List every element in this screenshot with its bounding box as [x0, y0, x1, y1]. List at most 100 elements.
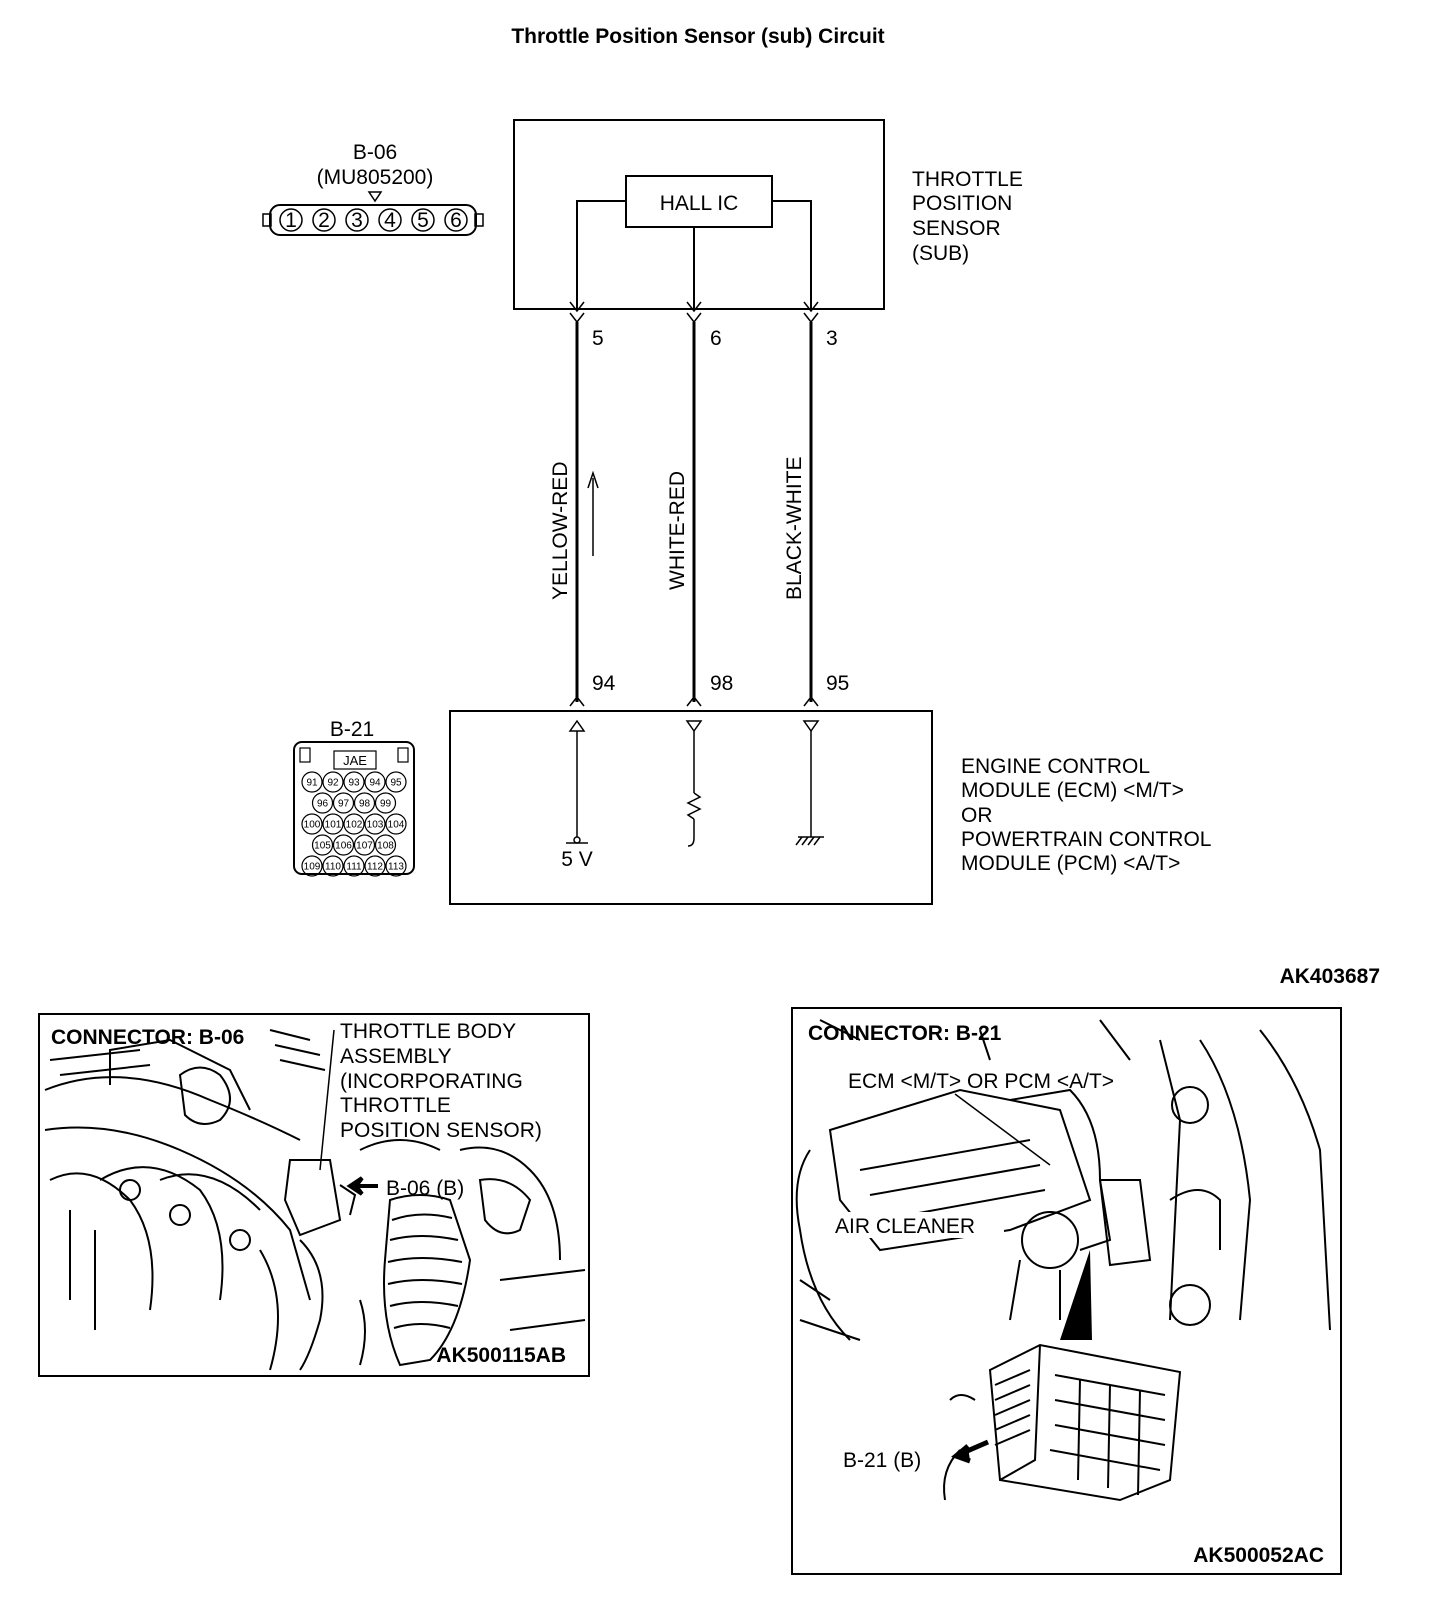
connector-b21-body [293, 741, 415, 875]
sensor-block: HALL IC THROTTLE POSITION SENSOR (SUB) [513, 119, 1023, 310]
zoom-wedge-icon [1060, 1250, 1092, 1340]
connector-b21-pin [322, 855, 344, 877]
photo-b06-callout-line: POSITION SENSOR) [340, 1119, 542, 1142]
connector-b06-pin [345, 208, 369, 232]
connector-b06-body [269, 204, 477, 236]
connector-b21-pin [364, 813, 386, 835]
connector-b21-pin [353, 834, 376, 856]
pointer-arrow-icon [346, 1176, 378, 1196]
air-cleaner-label-bg [830, 1212, 1004, 1238]
ecm-name-line: POWERTRAIN CONTROL [961, 828, 1211, 851]
connector-b21-pin-label: 98 [359, 799, 371, 810]
connector-b21-pin [374, 792, 397, 814]
photo-b06: CONNECTOR: B-06 THROTTLE BODY ASSEMBLY (… [38, 1013, 590, 1377]
connector-b21-pin-label: 91 [306, 778, 318, 789]
ecm-box [449, 710, 933, 905]
input-triangle-down-icon [685, 720, 703, 733]
connector-b21-pin [353, 792, 376, 814]
photo-b21-air-cleaner: AIR CLEANER [835, 1215, 975, 1238]
connector-chevron-icon [803, 695, 819, 707]
connector-b21-pin-label: 99 [380, 799, 392, 810]
hall-ic-lead-5 [576, 200, 626, 309]
connector-b21-pin [364, 771, 386, 793]
connector-b06-pin-label: 3 [351, 209, 363, 232]
sensor-name-line: (SUB) [912, 242, 969, 265]
connector-b21-pin-label: 96 [317, 799, 329, 810]
connector-b21-id: B-21 [330, 718, 374, 741]
connector-b06-pins: 1 2 3 4 5 6 [279, 208, 468, 232]
connector-b06: B-06 (MU805200) 1 2 3 4 5 6 [262, 141, 484, 236]
connector-b21-pin-label: 95 [390, 778, 402, 789]
connector-b06-key-icon [367, 191, 383, 203]
connector-b21-maker-box [333, 750, 377, 770]
connector-b21-pin [301, 813, 323, 835]
input-triangle-up-icon [568, 719, 586, 732]
connector-b21-pin [332, 834, 355, 856]
connector-b21-pin [301, 771, 323, 793]
connector-b21-pin [374, 834, 397, 856]
connector-b06-pin [279, 208, 303, 232]
connector-b21-pin [364, 855, 386, 877]
resistor-icon [686, 792, 702, 820]
connector-b21-pin [301, 855, 323, 877]
wire-color-label: WHITE-RED [666, 471, 689, 590]
connector-b06-pin [411, 208, 435, 232]
callout-leader [319, 1029, 335, 1171]
input-triangle-down-icon [802, 720, 820, 733]
ecm-block: 5 V ENGINE CONTROL MODULE (ECM) <M/T> OR… [449, 710, 1211, 905]
photo-b06-heading: CONNECTOR: B-06 [51, 1026, 244, 1049]
resistor-tail-icon [687, 819, 695, 847]
connector-b21-pin-label: 104 [388, 820, 405, 831]
ecm-name-line: MODULE (ECM) <M/T> [961, 779, 1184, 802]
connector-b21-maker: JAE [343, 753, 367, 768]
connector-b21-pin-label: 109 [304, 862, 321, 873]
connector-b06-pin-label: 1 [285, 209, 297, 232]
connector-b21-pin [385, 855, 407, 877]
supply-voltage-label: 5 V [561, 848, 593, 871]
connector-b21-pin-label: 105 [314, 841, 331, 852]
sensor-name-line: SENSOR [912, 217, 1001, 240]
connector-b21-pin-label: 92 [327, 778, 339, 789]
ecm-name-line: MODULE (PCM) <A/T> [961, 852, 1180, 875]
connector-b21-pin-label: 113 [388, 862, 404, 873]
connector-b21-pin-label: 106 [335, 841, 352, 852]
engine-illustration [44, 1029, 586, 1371]
ecm-unit-illustration [943, 1343, 1182, 1502]
sensor-pin-label: 3 [826, 327, 838, 350]
photo-b06-callout-line: ASSEMBLY [340, 1045, 452, 1068]
connector-b21-latch [299, 747, 311, 763]
connector-b21-pin-label: 107 [356, 841, 373, 852]
connector-b06-part-no: (MU805200) [317, 166, 434, 189]
connector-b21-pin [343, 771, 365, 793]
photo-b06-code: AK500115AB [436, 1344, 566, 1367]
connector-b21-pin [322, 771, 344, 793]
connector-b06-pin-label: 2 [318, 209, 330, 232]
pointer-arrow-icon [951, 1439, 989, 1464]
connector-b06-pin-label: 6 [450, 209, 462, 232]
engine-bay-illustration [795, 1019, 1331, 1341]
wire-color-label: BLACK-WHITE [783, 456, 806, 600]
connector-b21-pin [311, 792, 334, 814]
connector-chevron-icon [686, 695, 702, 707]
ecm-pin-label: 94 [592, 672, 616, 695]
sensor-name-line: THROTTLE [912, 168, 1023, 191]
connector-b21-pin-label: 110 [325, 862, 341, 873]
photo-b21: CONNECTOR: B-21 ECM <M/T> OR PCM <A/T> A… [791, 1007, 1342, 1575]
diagram-code: AK403687 [1280, 965, 1380, 988]
connector-b06-pin [378, 208, 402, 232]
connector-b21-pin [322, 813, 344, 835]
harness: 5 94 YELLOW-RED 6 98 WHITE-RED 3 95 BLAC… [549, 301, 849, 707]
ecm-pin-label: 98 [710, 672, 733, 695]
callout-leader [954, 1093, 1051, 1166]
connector-b21-pin [385, 813, 407, 835]
connector-b06-pin [444, 208, 468, 232]
arrow-head-icon [587, 470, 599, 489]
connector-chevron-icon [569, 695, 585, 707]
connector-b21-pin-label: 108 [377, 841, 394, 852]
connector-b21-pin-label: 111 [346, 862, 362, 873]
connector-b06-pin-label: 4 [384, 209, 396, 232]
connector-b21-pin-label: 102 [346, 820, 363, 831]
